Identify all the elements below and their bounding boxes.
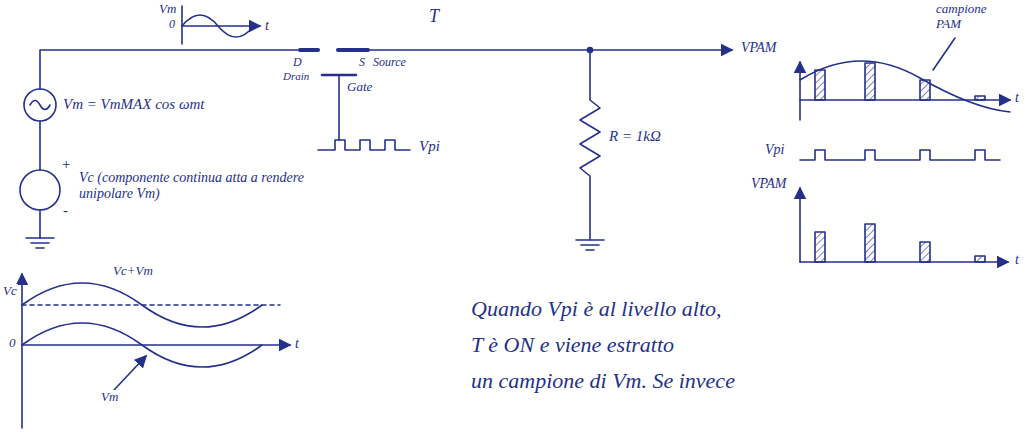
gate-lead [338,75,340,140]
pulse-train [800,150,1000,160]
pam-sample [920,80,930,100]
axis-label: t [1014,252,1020,268]
signal-name: Vpi [418,138,441,155]
dc-level [22,304,280,306]
signal-curve [800,61,1010,112]
resistor-symbol [580,50,600,240]
axis [799,188,801,262]
wire [39,121,41,170]
note: un campione di Vm. Se invece [470,368,736,393]
pam-sample [865,63,875,100]
axis-label: t [294,336,300,352]
note: Quando Vpi è al livello alto, [470,296,723,321]
wire [368,49,732,51]
ground-symbol [581,244,599,246]
ground-symbol [36,247,44,249]
pin-name: Drain [282,70,310,83]
axis [799,62,801,120]
axis [22,344,290,346]
pin-name: S [358,56,366,70]
pam-sample [975,256,985,262]
axis-label: Vc [2,284,18,299]
axis-label: t [1014,90,1020,106]
ground-symbol [26,237,54,239]
formula: Vm = VmMAX cos ωmt [62,96,206,113]
ac-source-symbol [30,101,50,110]
polarity-mark: + [60,156,72,173]
ground-symbol [576,239,604,241]
curve-label: Vm [100,390,119,405]
ac-source-symbol [24,89,56,121]
signal-name: VPAM [750,176,788,192]
axis-label: t [264,18,270,34]
component-name: T [428,6,440,27]
leader-line [933,38,955,70]
note: Vc (componente continua atta a rendere u… [78,170,310,202]
ground-symbol [586,249,594,251]
pin-name: Source [372,56,407,70]
pam-sample [975,96,985,100]
signal-name: Vpi [764,142,785,158]
drain-terminal [300,48,318,52]
sine-wave [182,15,254,37]
pam-sample [865,224,875,262]
pam-sample [815,70,825,100]
wire [39,210,41,238]
source-terminal [338,48,368,52]
leader-line [114,356,146,390]
sine-wave [22,283,262,327]
axis-label: Vm [158,2,177,17]
pulse-train [318,140,410,150]
pam-sample [920,242,930,262]
signal-name: VPAM [740,40,778,56]
axis [21,274,23,428]
polarity-mark: - [62,202,69,219]
pin-name: D [292,56,303,70]
axis-label: 0 [8,336,17,351]
axis [182,25,260,27]
pin-name: Gate [346,80,373,95]
ground-symbol [31,242,49,244]
dc-source-symbol [20,170,60,210]
curve-label: Vc+Vm [112,264,154,279]
callout: campione PAM [935,2,1012,32]
pam-sample [815,232,825,262]
axis-label: 0 [168,18,176,32]
wire [40,50,300,89]
note: T è ON e viene estratto [470,332,675,357]
component-value: R = 1kΩ [608,128,662,145]
